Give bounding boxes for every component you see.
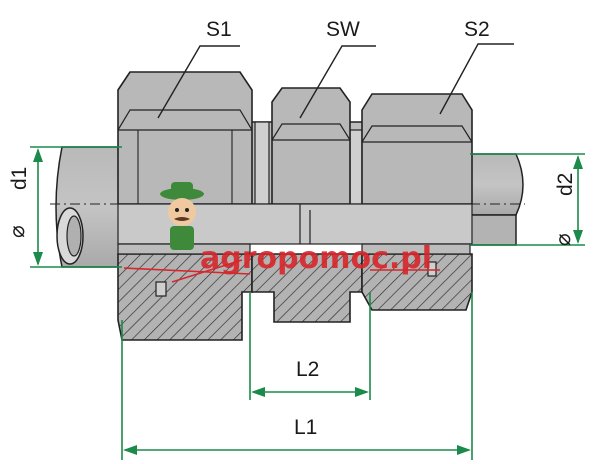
dimension-d1 [30, 146, 122, 268]
label-s1: S1 [206, 18, 232, 41]
s2-nut [361, 93, 473, 205]
label-sw: SW [326, 18, 360, 41]
dimension-d2 [470, 153, 585, 246]
label-d2: d2 [554, 173, 577, 196]
dimension-l2 [249, 292, 371, 400]
label-s2: S2 [464, 18, 490, 41]
diameter-symbol-d1: ⌀ [6, 225, 29, 238]
label-leaders [157, 43, 514, 119]
sw-hex [271, 87, 351, 205]
farmer-mascot-icon [160, 182, 204, 250]
diameter-symbol-d2: ⌀ [552, 233, 575, 246]
s1-nut [117, 71, 253, 205]
label-l1: L1 [294, 416, 317, 439]
label-l2: L2 [296, 358, 319, 381]
left-pipe [55, 146, 123, 268]
dimension-l1 [121, 292, 473, 460]
right-pipe [469, 153, 524, 246]
label-d1: d1 [8, 167, 31, 190]
watermark-text: agropomoc.pl [200, 241, 432, 276]
